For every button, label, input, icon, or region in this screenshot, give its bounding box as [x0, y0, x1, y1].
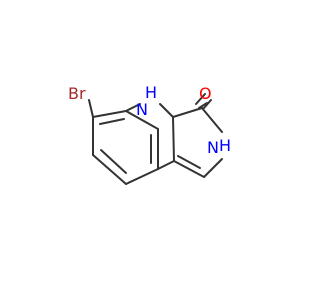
bond-c8a-n9 — [125, 103, 141, 112]
lactam-hydrogen-label: H — [219, 136, 231, 155]
bond-c4b-c4a — [157, 160, 175, 170]
lactam-nitrogen-label: N — [207, 138, 219, 157]
bond-c1-o-double-a — [195, 93, 206, 105]
bond-c1-o — [198, 102, 208, 109]
bond-c8-br — [88, 99, 94, 118]
bond-n2-c3 — [203, 158, 223, 178]
bond-c3-c4 — [173, 160, 205, 178]
bond-c1-n2 — [201, 107, 223, 133]
bond-aromatic-3 — [99, 118, 125, 125]
bond-lines — [88, 93, 223, 185]
bromine-label: Br — [68, 84, 86, 103]
bond-c8a-c8 — [125, 110, 159, 130]
bond-c1-o-double-b — [203, 99, 212, 109]
bond-c9a-c1 — [172, 107, 203, 118]
indole-nitrogen-label: N — [136, 100, 148, 119]
bond-c8-c7 — [92, 110, 127, 118]
bond-c3-c4-double — [177, 155, 201, 169]
carbonyl-oxygen-label: O — [199, 84, 212, 103]
bond-c9a-c4b — [172, 116, 175, 162]
bond-aromatic-1 — [100, 149, 127, 174]
bond-c6-c5 — [92, 154, 127, 185]
bond-n9-c9a — [159, 103, 174, 118]
indole-hydrogen-label: H — [145, 83, 157, 102]
molecule-structure: Br N H O N H — [68, 83, 231, 185]
bond-c5-c4a — [125, 168, 159, 185]
